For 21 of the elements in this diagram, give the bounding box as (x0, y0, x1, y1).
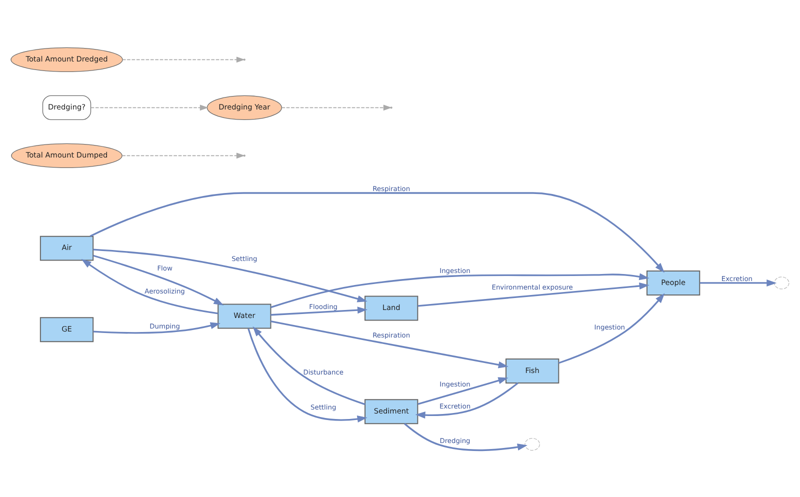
arrow (93, 254, 224, 305)
node-cloud (774, 276, 790, 289)
arrow (252, 326, 366, 405)
arrow (90, 192, 665, 272)
arrow (270, 320, 508, 368)
arrow (93, 248, 368, 302)
arrow (122, 152, 245, 158)
arrow (404, 422, 528, 451)
node-cloud (524, 437, 540, 450)
arrow (122, 56, 245, 62)
arrow (93, 322, 220, 334)
arrow (700, 278, 777, 286)
arrow (270, 306, 368, 316)
arrow (418, 376, 508, 404)
arrow (81, 258, 218, 314)
arrow (558, 292, 665, 364)
arrow (90, 104, 208, 110)
arrow (415, 382, 518, 418)
arrow (248, 328, 368, 422)
arrow (270, 272, 650, 308)
arrow (418, 282, 650, 306)
